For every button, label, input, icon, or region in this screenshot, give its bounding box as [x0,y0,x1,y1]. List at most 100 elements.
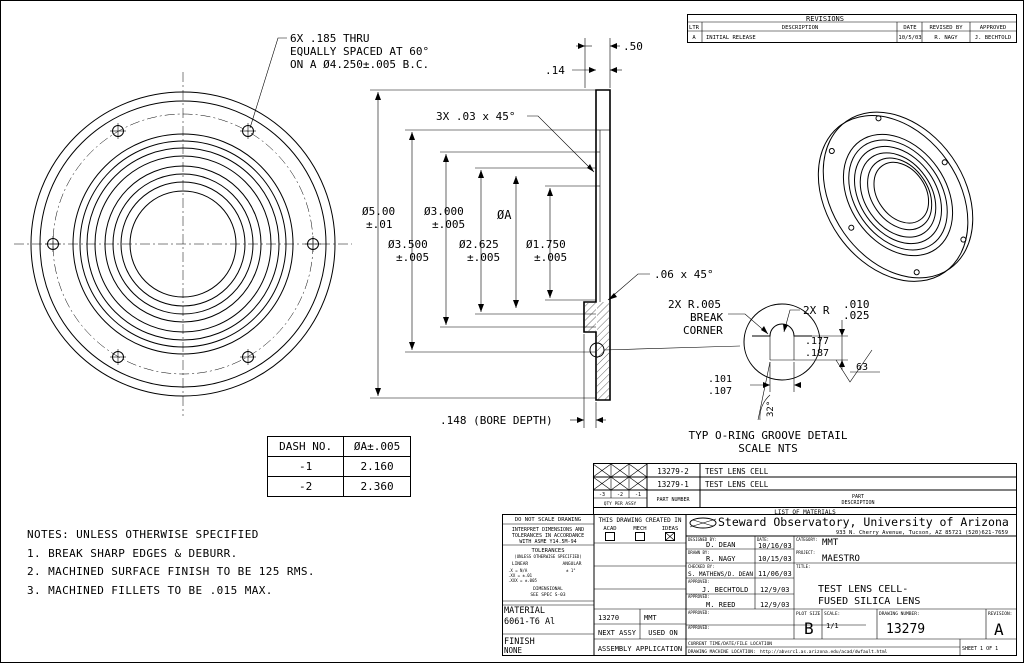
dia-2625-tol: ±.005 [467,251,500,264]
machine-location: http://abvsrc1.as.arizona.edu/acad/dwfau… [760,649,888,655]
revisions-title: REVISIONS [806,15,844,23]
cad-acad-checkbox[interactable] [605,532,615,541]
interpret-1: INTERPRET DIMENSIONS AND [512,527,584,533]
table-row: -1 2.160 [266,456,411,477]
bore-depth: .148 (BORE DEPTH) [440,414,553,427]
dia-3500-tol: ±.005 [396,251,429,264]
rev-header-ltr: LTR [689,25,700,31]
checked-date: 11/06/03 [758,570,792,578]
angular-label: ANGULAR [563,561,582,567]
isometric-view [817,111,974,282]
approved1-label: APPROVED: [688,579,710,584]
dim-14: .14 [545,64,565,77]
next-assy-part: 13270 [598,614,619,622]
date-label: DATE: [757,537,769,542]
groove-angle: 32° [766,401,776,417]
note-item: 2. MACHINED SURFACE FINISH TO BE 125 RMS… [27,565,315,579]
checked-by: S. MATHEWS/D. DEAN [688,571,753,578]
category-label: CATEGORY: [796,537,818,542]
revision: A [994,620,1004,639]
material: 6061-T6 Al [504,617,555,627]
rev-header-date: DATE [903,25,916,31]
dia-500-tol: ±.01 [366,218,393,231]
cad-mech: MECH [633,526,646,532]
part-label: PART [852,494,864,500]
dash-table-header: DASH NO. [266,436,345,457]
rev-row-date: 10/5/03 [898,35,921,41]
approved2-date: 12/9/03 [760,601,790,609]
plot-size-label: PLOT SIZE [796,611,821,617]
bolt-hole [240,349,256,365]
tolerances-title: TOLERANCES [531,548,564,554]
parts-row2-desc: TEST LENS CELL [705,480,769,489]
material-label: MATERIAL [504,606,545,616]
parts-list: 13279-2 TEST LENS CELL 13279-1 TEST LENS… [592,463,1017,516]
dash-col-2: -2 [617,492,623,498]
hole-note-line2: EQUALLY SPACED AT 60° [290,45,429,58]
general-notes: NOTES: UNLESS OTHERWISE SPECIFIED 1. BRE… [27,526,315,601]
next-assy-label: NEXT ASSY [598,629,637,637]
rev-header-approved: APPROVED [980,25,1007,31]
hole-note-line3: ON A Ø4.250±.005 B.C. [290,58,429,71]
dash-col-3: -3 [599,492,605,498]
bolt-hole [45,236,61,252]
title-label: TITLE: [796,564,810,569]
rev-row-ltr: A [692,35,696,41]
steward-logo [689,517,717,529]
drawn-date: 10/15/03 [758,555,792,563]
part-number-label: PART NUMBER [656,497,690,503]
title-block: DO NOT SCALE DRAWING INTERPRET DIMENSION… [502,514,1017,656]
approved1-date: 12/9/03 [760,586,790,594]
parts-row2-part: 13279-1 [657,480,689,489]
rev-header-description: DESCRIPTION [782,25,818,31]
drawn-label: DRAWN BY: [688,550,710,555]
note-item: 1. BREAK SHARP EDGES & DEBURR. [27,546,238,560]
org-name: Steward Observatory, University of Arizo… [718,515,1009,529]
notes-heading: NOTES: UNLESS OTHERWISE SPECIFIED [27,528,259,541]
table-row: -2 2.360 [266,476,411,497]
bolt-hole [110,123,126,139]
org-address: 933 N. Cherry Avenue, Tucson, AZ 85721 (… [836,530,1008,536]
revisions-block: REVISIONS LTR DESCRIPTION DATE REVISED B… [687,14,1017,43]
cad-acad: ACAD [603,526,616,532]
next-assy-used: MMT [644,614,657,622]
dia-1750-tol: ±.005 [534,251,567,264]
radius-value-1: .010 [843,298,870,311]
dash-table-cell: -1 [266,456,345,477]
table-row: DASH NO. ØA±.005 [266,436,411,457]
dia-a: ØA [497,208,512,222]
tol-ang: ± 1° [566,568,576,573]
front-view: 6X .185 THRU EQUALLY SPACED AT 60° ON A … [14,32,429,416]
rev-header-revised-by: REVISED BY [929,25,963,31]
do-not-scale: DO NOT SCALE DRAWING [515,517,581,523]
designed-label: DESIGNED BY: [688,537,717,542]
dash-table-cell: 2.360 [343,476,411,497]
rev-row-revised-by: R. NAGY [934,35,958,41]
break-corner-3: CORNER [683,324,723,337]
radius-value-2: .025 [843,309,870,322]
dash-table-cell: -2 [266,476,345,497]
finish-label: FINISH [504,637,535,647]
dimensional: DIMENSIONAL [533,586,563,592]
tol-x: .X = N/A [508,568,528,573]
chamfer-bottom: .06 x 45° [654,268,714,281]
current-time-label: CURRENT TIME/DATE/FILE LOCATION [688,641,772,647]
groove-width-1: .101 [708,374,732,385]
created-in: THIS DRAWING CREATED IN [598,517,681,524]
cad-ideas-checkbox[interactable] [665,532,675,541]
dia-500: Ø5.00 [362,205,395,218]
groove-depth-1: .177 [805,336,829,347]
linear-label: LINEAR [512,561,529,567]
radius-label: 2X R [803,304,830,317]
bolt-hole [110,349,126,365]
cad-mech-checkbox[interactable] [635,532,645,541]
cad-ideas: IDEAS [662,526,679,532]
dash-col-1: -1 [635,492,641,498]
tolerances-sub: (UNLESS OTHERWISE SPECIFIED) [514,554,581,559]
dia-2625: Ø2.625 [459,238,499,251]
bolt-hole [305,236,321,252]
tol-xxx: .XXX = ±.005 [508,578,537,583]
assembly-application: ASSEMBLY APPLICATION [598,645,682,653]
title-line1: TEST LENS CELL- [818,584,908,595]
